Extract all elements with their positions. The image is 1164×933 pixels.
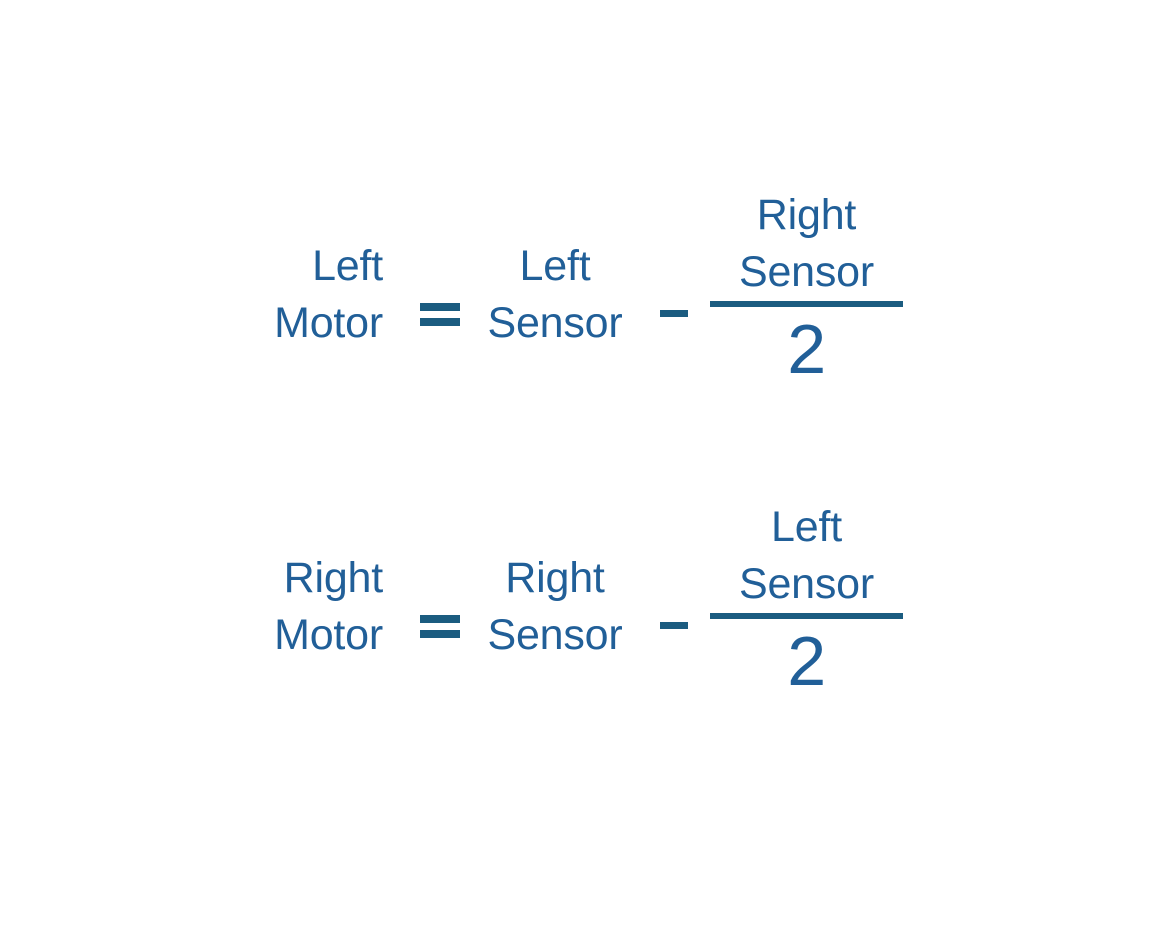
lhs-line-1: Left <box>312 242 383 290</box>
equals-bar-bottom <box>420 630 460 638</box>
lhs-line-2: Motor <box>274 611 383 659</box>
fraction-denominator: 2 <box>787 310 826 388</box>
fraction-bar <box>710 301 903 307</box>
numerator-line-1: Right <box>756 191 857 239</box>
fraction-bar <box>710 613 903 619</box>
lhs-left-motor: Left Motor <box>183 238 383 352</box>
mid-right-sensor: Right Sensor <box>465 550 645 664</box>
equals-bar-top <box>420 303 460 311</box>
equals-sign-icon <box>420 303 460 333</box>
left-motor-equation: Left Motor Left Sensor Right Sensor 2 <box>0 170 1164 420</box>
equals-bar-top <box>420 615 460 623</box>
mid-line-1: Left <box>519 242 591 290</box>
numerator-line-2: Sensor <box>738 248 875 296</box>
mid-line-2: Sensor <box>487 299 623 347</box>
right-motor-equation: Right Motor Right Sensor Left Sensor 2 <box>0 482 1164 732</box>
fraction-denominator: 2 <box>787 622 826 700</box>
minus-sign-icon <box>660 622 688 629</box>
fraction-right-sensor-over-two: Right Sensor 2 <box>710 187 903 391</box>
lhs-line-1: Right <box>283 554 384 602</box>
minus-sign-icon <box>660 310 688 317</box>
mid-line-1: Right <box>505 554 605 602</box>
lhs-right-motor: Right Motor <box>183 550 383 664</box>
fraction-left-sensor-over-two: Left Sensor 2 <box>710 499 903 703</box>
equals-sign-icon <box>420 615 460 645</box>
mid-line-2: Sensor <box>487 611 623 659</box>
numerator-line-1: Left <box>771 503 842 551</box>
numerator-line-2: Sensor <box>738 560 875 608</box>
mid-left-sensor: Left Sensor <box>465 238 645 352</box>
fraction-numerator: Left Sensor <box>710 499 903 613</box>
fraction-numerator: Right Sensor <box>710 187 903 301</box>
equals-bar-bottom <box>420 318 460 326</box>
lhs-line-2: Motor <box>274 299 383 347</box>
